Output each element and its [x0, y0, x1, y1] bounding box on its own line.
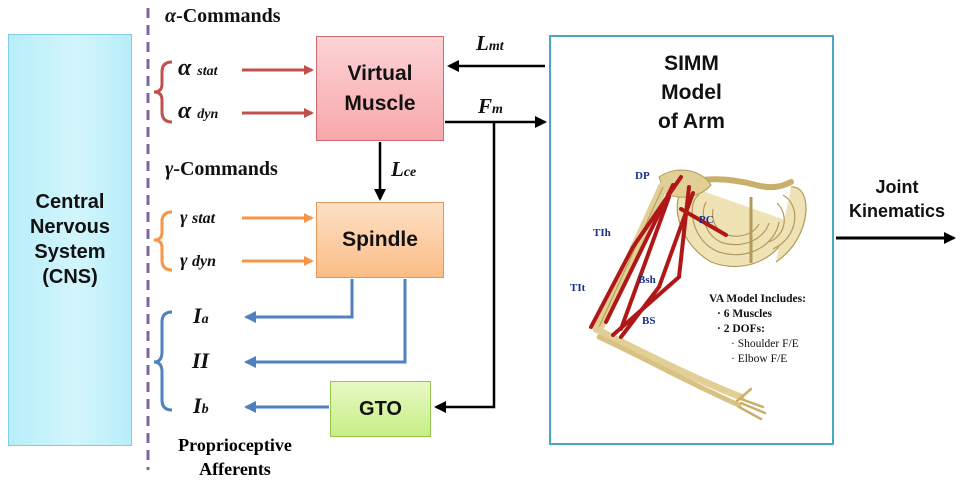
alpha-header-text: -Commands [176, 5, 281, 27]
muscle-paths [589, 175, 728, 339]
alpha-stat-symbol: α [178, 55, 192, 81]
fm-to-gto-arrow [434, 122, 496, 413]
gamma-dyn-label: γ dyn [180, 250, 216, 271]
gamma-brace [153, 210, 173, 272]
afferent-brace [153, 310, 173, 412]
va-model-notes: VA Model Includes: · 6 Muscles · 2 DOFs:… [709, 292, 829, 367]
joint-kinematics-label: Joint Kinematics [848, 177, 946, 221]
muscle-label-pc: PC [699, 214, 714, 226]
ia-main: I [193, 303, 202, 328]
gamma-dyn-sub: dyn [192, 253, 216, 270]
muscle-label-tit: TIt [570, 282, 586, 294]
simm-model-panel: SIMM Model of Arm [549, 35, 834, 445]
lce-label: Lce [391, 157, 416, 182]
ib-label: Ib [193, 393, 209, 419]
gamma-stat-sub: stat [192, 210, 216, 227]
ii-label: II [192, 348, 209, 374]
alpha-brace [153, 60, 173, 124]
spindle-block: Spindle [316, 202, 444, 278]
fm-main: F [478, 94, 493, 118]
lmt-label: Lmt [476, 31, 504, 56]
gto-block: GTO [330, 381, 431, 437]
alpha-dyn-symbol: α [178, 98, 192, 124]
lmt-main: L [476, 31, 489, 55]
muscle-label-bs: BS [642, 315, 656, 327]
cns-block: Central Nervous System (CNS) [8, 34, 132, 446]
alpha-commands-header: α-Commands [165, 5, 281, 28]
ii-afferent-arrow [244, 279, 407, 368]
simm-title: SIMM Model of Arm [658, 52, 725, 133]
gamma-stat-label: γ stat [180, 207, 215, 228]
ia-sub: a [201, 312, 209, 327]
gamma-commands-header: γ-Commands [165, 158, 278, 181]
gamma-stat-symbol: γ [180, 207, 188, 227]
va-item-muscles: · 6 Muscles [717, 308, 772, 320]
muscle-label-tih: TIh [593, 227, 611, 239]
virtual-muscle-block: Virtual Muscle [316, 36, 444, 141]
cns-label: Central Nervous System (CNS) [29, 191, 111, 288]
lce-sub: ce [403, 165, 417, 180]
ia-label: Ia [193, 303, 209, 329]
gamma-header-text: -Commands [173, 158, 278, 180]
fm-label: Fm [478, 94, 503, 119]
rib-cage [676, 186, 807, 268]
alpha-dyn-label: α dyn [178, 98, 218, 125]
radius-bone [592, 325, 745, 401]
muscle-label-dp: DP [635, 170, 650, 182]
ib-sub: b [201, 402, 209, 417]
ib-main: I [193, 393, 202, 418]
fm-sub: m [492, 102, 503, 117]
arm-illustration [589, 169, 807, 421]
ii-main: II [192, 348, 210, 373]
hand-bones [735, 387, 767, 421]
muscle-label-bsh: Bsh [638, 274, 656, 286]
alpha-stat-sub: stat [197, 64, 218, 79]
alpha-header-symbol: α [165, 5, 177, 27]
alpha-stat-label: α stat [178, 55, 218, 82]
lmt-sub: mt [488, 39, 504, 54]
va-subitem-shoulder: · Shoulder F/E [731, 338, 799, 350]
va-title: VA Model Includes: [709, 293, 806, 305]
va-item-dofs: · 2 DOFs: [717, 323, 765, 335]
alpha-dyn-sub: dyn [197, 107, 219, 122]
gamma-header-symbol: γ [165, 158, 174, 180]
va-subitem-elbow: · Elbow F/E [731, 353, 788, 365]
gamma-dyn-symbol: γ [180, 250, 188, 270]
lce-main: L [391, 157, 404, 181]
ia-afferent-arrow [244, 279, 354, 323]
proprioceptive-afferents-label: Proprioceptive Afferents [178, 435, 292, 479]
ulna-bone [596, 334, 742, 408]
